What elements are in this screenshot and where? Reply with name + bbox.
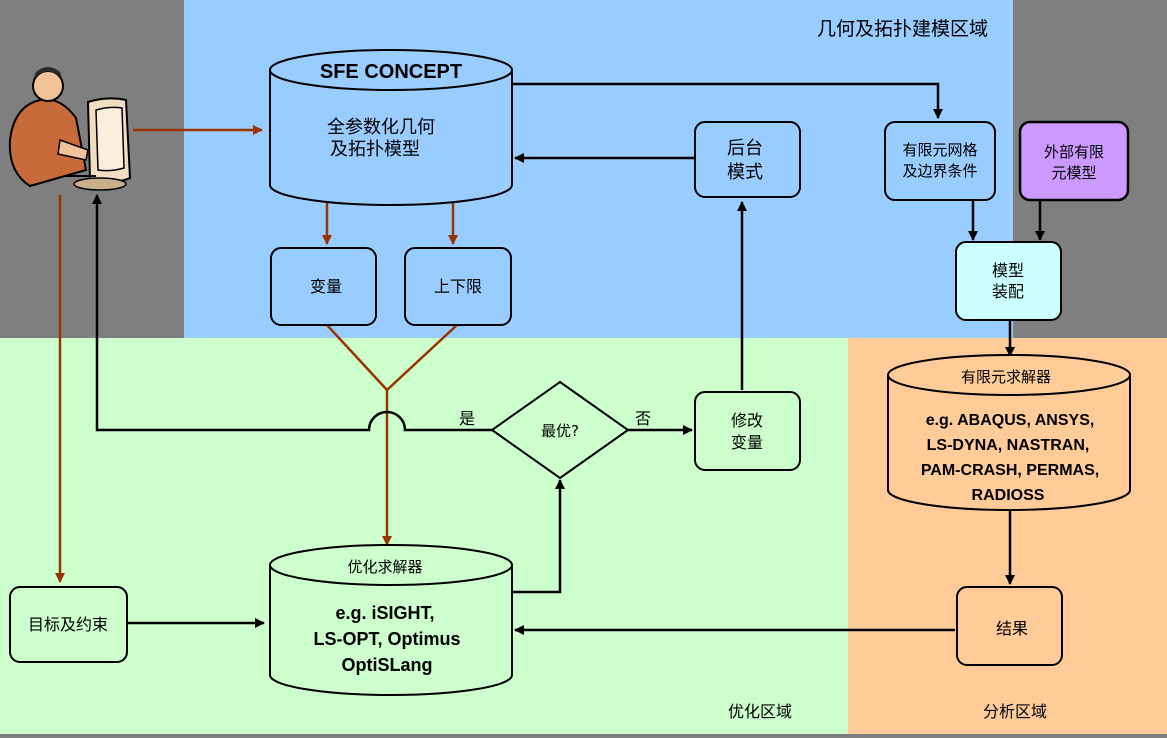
model-assembly-line1: 模型 bbox=[992, 261, 1024, 280]
variables-box[interactable]: 变量 bbox=[270, 247, 377, 326]
engineer-at-computer-icon bbox=[8, 67, 132, 191]
backend-mode-line2: 模式 bbox=[727, 162, 763, 183]
optimal-label: 最优? bbox=[541, 422, 579, 440]
fe-solver-line3: PAM-CRASH, PERMAS, bbox=[921, 462, 1099, 479]
opt-solver-line3: OptiSLang bbox=[342, 655, 433, 675]
analysis-region-label: 分析区域 bbox=[983, 702, 1047, 721]
external-fe-model-box[interactable]: 外部有限 元模型 bbox=[1018, 120, 1130, 202]
fe-mesh-line2: 及边界条件 bbox=[902, 162, 977, 180]
yes-label: 是 bbox=[459, 409, 475, 428]
optimization-solver-database[interactable]: 优化求解器 e.g. iSIGHT, LS-OPT, Optimus OptiS… bbox=[269, 544, 513, 696]
geometry-region-label: 几何及拓扑建模区域 bbox=[817, 18, 988, 40]
sfe-concept-database[interactable]: SFE CONCEPT 全参数化几何 及拓扑模型 bbox=[269, 49, 513, 206]
opt-solver-line2: LS-OPT, Optimus bbox=[313, 629, 460, 649]
modify-variables-box[interactable]: 修改 变量 bbox=[694, 391, 801, 471]
fe-mesh-line1: 有限元网格 bbox=[902, 141, 977, 159]
results-label: 结果 bbox=[996, 619, 1028, 638]
fe-solver-database[interactable]: 有限元求解器 e.g. ABAQUS, ANSYS, LS-DYNA, NAST… bbox=[887, 354, 1131, 511]
fe-solver-title: 有限元求解器 bbox=[961, 368, 1051, 386]
sfe-concept-line2: 及拓扑模型 bbox=[330, 139, 420, 160]
no-label: 否 bbox=[635, 409, 651, 428]
variables-label: 变量 bbox=[310, 277, 342, 296]
external-fe-line2: 元模型 bbox=[1051, 164, 1096, 182]
results-box[interactable]: 结果 bbox=[956, 586, 1063, 666]
optimal-decision-diamond[interactable]: 最优? bbox=[490, 380, 630, 480]
objectives-label: 目标及约束 bbox=[28, 615, 108, 634]
backend-mode-line1: 后台 bbox=[727, 138, 763, 159]
external-fe-line1: 外部有限 bbox=[1044, 143, 1104, 161]
fe-solver-line1: e.g. ABAQUS, ANSYS, bbox=[926, 412, 1095, 429]
connectors bbox=[55, 82, 1045, 635]
objectives-constraints-box[interactable]: 目标及约束 bbox=[9, 586, 128, 663]
bounds-label: 上下限 bbox=[434, 277, 482, 296]
opt-solver-line1: e.g. iSIGHT, bbox=[335, 603, 434, 623]
backend-mode-box[interactable]: 后台 模式 bbox=[694, 121, 801, 198]
model-assembly-line2: 装配 bbox=[992, 282, 1024, 301]
modify-variables-line2: 变量 bbox=[731, 433, 763, 452]
model-assembly-box[interactable]: 模型 装配 bbox=[955, 241, 1062, 321]
opt-solver-title: 优化求解器 bbox=[347, 558, 422, 576]
sfe-concept-title: SFE CONCEPT bbox=[320, 61, 462, 83]
fe-solver-line2: LS-DYNA, NASTRAN, bbox=[927, 437, 1090, 454]
bounds-box[interactable]: 上下限 bbox=[404, 247, 512, 326]
fe-mesh-box[interactable]: 有限元网格 及边界条件 bbox=[884, 121, 996, 201]
sfe-concept-line1: 全参数化几何 bbox=[327, 117, 435, 138]
modify-variables-line1: 修改 bbox=[731, 411, 763, 430]
optimization-region-label: 优化区域 bbox=[728, 702, 792, 721]
fe-solver-line4: RADIOSS bbox=[972, 487, 1045, 504]
